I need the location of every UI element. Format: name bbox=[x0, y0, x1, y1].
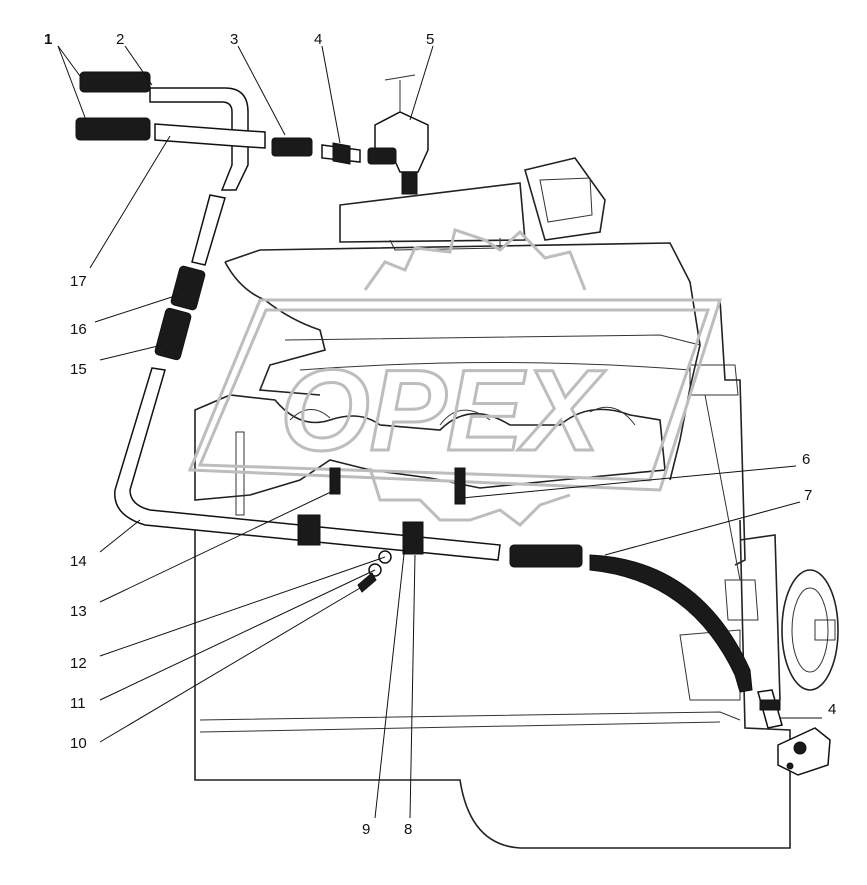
hose-sleeve-1 bbox=[75, 71, 151, 141]
callout-label: 3 bbox=[230, 31, 238, 48]
callout-label: 16 bbox=[70, 321, 87, 338]
watermark-text: OPEX bbox=[280, 347, 606, 475]
callout-label: 2 bbox=[116, 31, 124, 48]
ventilation-tubes bbox=[75, 71, 783, 729]
callout-label: 12 bbox=[70, 655, 87, 672]
leader-lines bbox=[57, 45, 822, 819]
callout-label: 7 bbox=[804, 487, 812, 504]
callout-label: 15 bbox=[70, 361, 87, 378]
callout-label: 1 bbox=[44, 31, 52, 48]
callout-label: 14 bbox=[70, 553, 87, 570]
engine-block bbox=[194, 157, 839, 849]
callout-label: 17 bbox=[70, 273, 87, 290]
callout-label: 8 bbox=[404, 821, 412, 838]
callout-label: 9 bbox=[362, 821, 370, 838]
callout-label: 11 bbox=[70, 695, 86, 712]
callout-label: 13 bbox=[70, 603, 87, 620]
callout-labels: 1 2 3 4 5 6 7 8 9 10 11 12 13 14 15 16 1… bbox=[44, 31, 836, 838]
valve-part-5 bbox=[367, 74, 429, 195]
callout-label: 6 bbox=[802, 451, 810, 468]
watermark-logo: OPEX bbox=[187, 228, 723, 527]
callout-label: 4 bbox=[828, 701, 836, 718]
callout-label: 10 bbox=[70, 735, 87, 752]
callout-label: 5 bbox=[426, 31, 434, 48]
callout-label: 4 bbox=[314, 31, 322, 48]
